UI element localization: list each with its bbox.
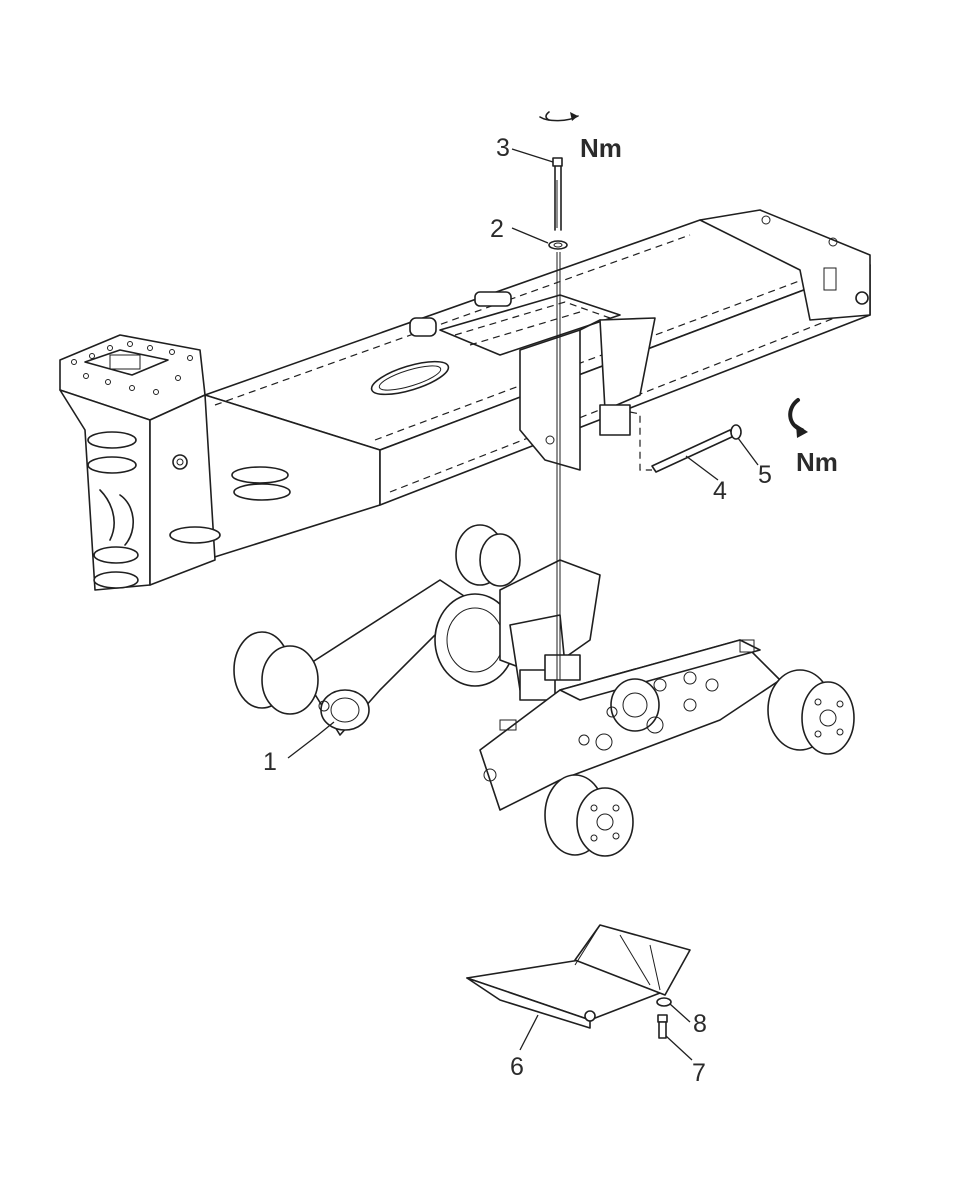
callout-5: 5 xyxy=(758,461,772,489)
callout-1: 1 xyxy=(263,748,277,776)
torque-label-right: Nm xyxy=(796,447,838,477)
frame-beam xyxy=(204,209,871,561)
leader-line-5 xyxy=(737,437,759,466)
rotation-arrow-icon xyxy=(539,111,579,122)
torque-label-top: Nm xyxy=(580,133,622,163)
callout-8: 8 xyxy=(693,1010,707,1038)
callout-4: 4 xyxy=(713,477,727,505)
bolt-7 xyxy=(657,1014,668,1039)
pivot-bolt-3 xyxy=(552,157,563,231)
leader-line-8 xyxy=(669,1003,691,1023)
callout-6: 6 xyxy=(510,1053,524,1081)
leader-line-7 xyxy=(665,1035,693,1061)
pin-4 xyxy=(651,424,742,473)
cover-plate-6 xyxy=(466,924,691,1029)
leader-line-6 xyxy=(519,1014,539,1051)
callout-3: 3 xyxy=(496,134,510,162)
callout-7: 7 xyxy=(692,1059,706,1087)
leader-line-2 xyxy=(511,227,549,244)
rotation-arrow-icon xyxy=(788,398,808,438)
leader-line-3 xyxy=(511,148,554,163)
leader-line-1 xyxy=(287,721,335,759)
bogie-axle-assembly xyxy=(233,524,855,857)
front-tower xyxy=(59,334,291,591)
callout-2: 2 xyxy=(490,215,504,243)
washer-2 xyxy=(548,240,568,250)
leader-line-4 xyxy=(685,455,719,481)
washer-8 xyxy=(656,997,672,1007)
